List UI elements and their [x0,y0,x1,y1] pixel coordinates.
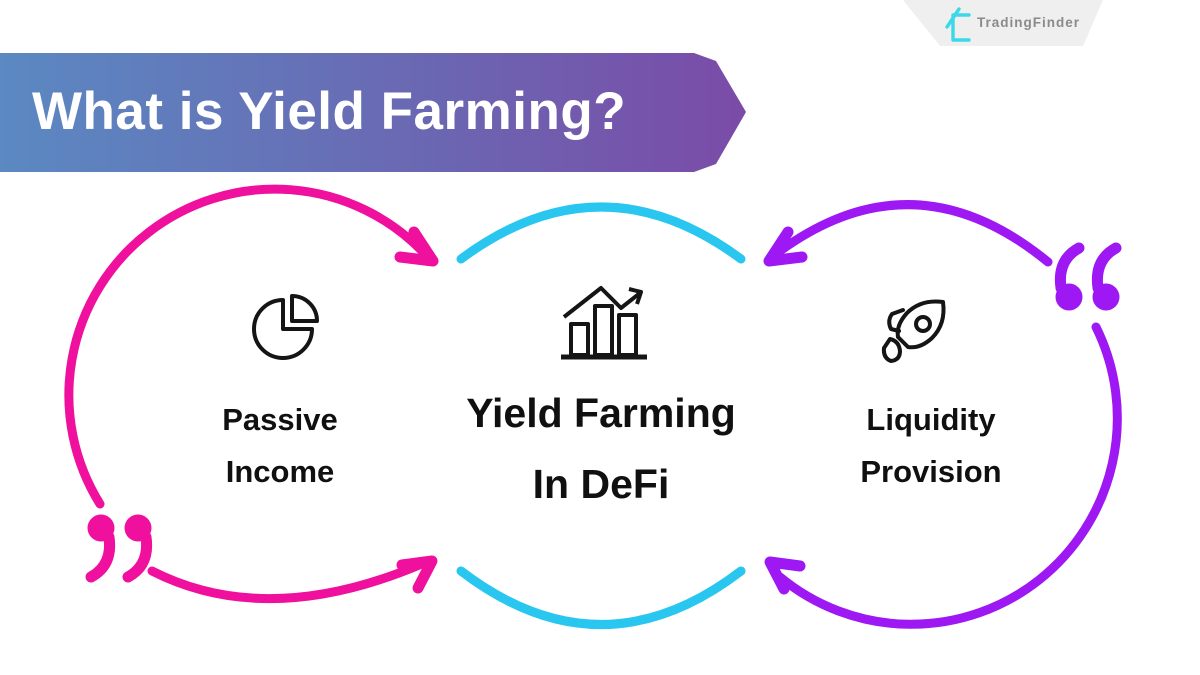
left-ring [64,184,439,604]
page-title: What is Yield Farming? [32,82,627,141]
center-node-label-line2: In DeFi [532,461,670,507]
right-node-label: Liquidity Provision [809,394,1053,498]
right-node-label-line1: Liquidity [866,402,996,437]
brand-name: TradingFinder [977,15,1081,30]
brand-badge: TradingFinder [903,0,1103,46]
arrow-up-left-icon [764,556,806,595]
arrow-up-right-icon [396,555,438,594]
right-node-label-line2: Provision [860,454,1002,489]
closing-quote-mark-icon [85,514,153,583]
bar-chart-trend-icon [561,286,647,360]
center-node-label: Yield Farming In DeFi [438,378,764,520]
center-ring [456,202,746,629]
right-ring [763,200,1122,629]
rocket-icon [881,299,946,363]
opening-quote-mark-icon [1054,242,1122,311]
title-ribbon: What is Yield Farming? [0,53,746,172]
left-node-label: Passive Income [158,394,402,498]
pie-chart-icon [252,294,319,360]
left-node-label-line1: Passive [222,402,338,437]
arrow-left-down-icon [763,226,808,267]
tradingfinder-logo-icon [945,7,971,42]
center-node-label-line1: Yield Farming [466,390,736,436]
arrow-right-down-icon [394,226,439,267]
left-node-label-line2: Income [225,454,335,489]
